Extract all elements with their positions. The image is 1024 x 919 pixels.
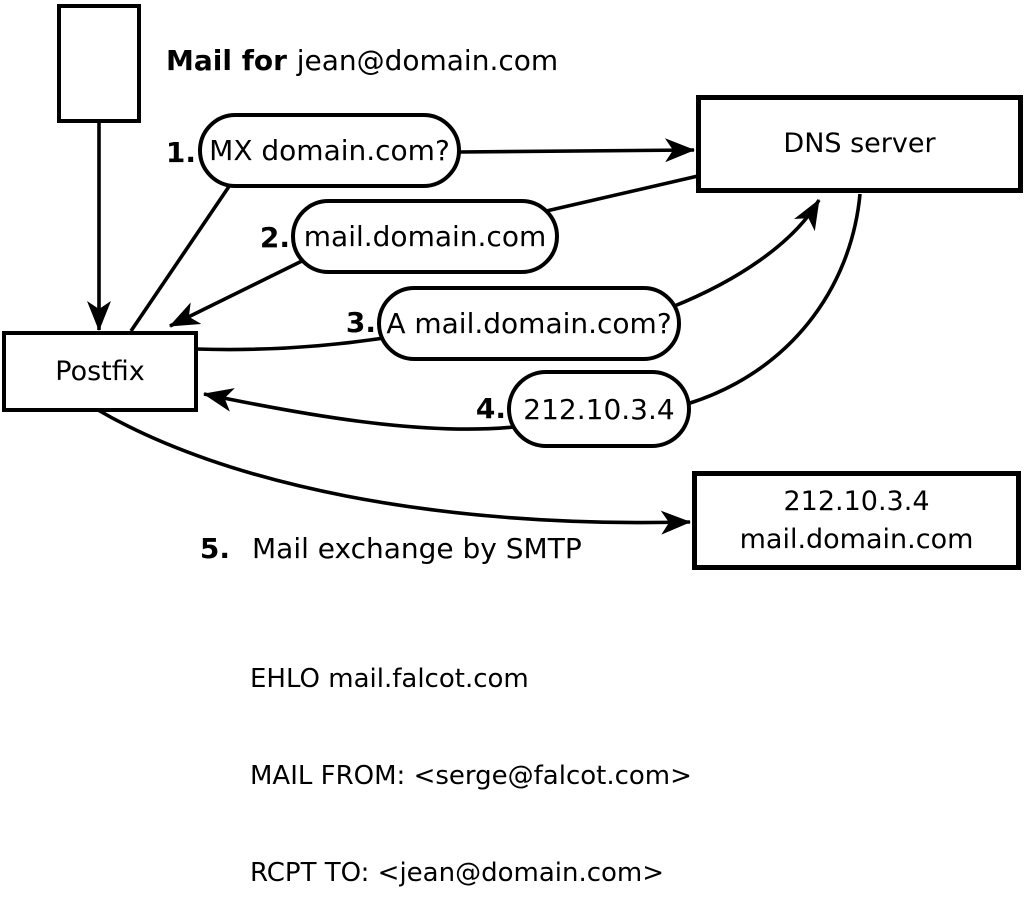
dns-server-node-label: DNS server <box>783 128 936 159</box>
smtp-line: EHLO mail.falcot.com <box>250 663 529 694</box>
arrow-query3-to-dns <box>671 199 821 309</box>
step-2-number: 2. <box>259 221 290 254</box>
mail-server-ip: 212.10.3.4 <box>783 485 930 517</box>
postfix-node-label: Postfix <box>55 355 145 387</box>
arrow-response4-to-postfix <box>203 388 515 431</box>
step-3-bubble-label: A mail.domain.com? <box>386 307 672 340</box>
line-dns-to-response2 <box>541 174 699 214</box>
step-1-bubble-label: MX domain.com? <box>209 134 450 167</box>
step-3-number: 3. <box>345 306 376 339</box>
step-2-bubble-label: mail.domain.com <box>303 220 547 253</box>
smtp-line: MAIL FROM: <serge@falcot.com> <box>250 761 692 792</box>
step-1-bubble: MX domain.com? <box>198 113 461 188</box>
step-3-bubble: A mail.domain.com? <box>377 286 681 361</box>
step-4-bubble: 212.10.3.4 <box>507 370 691 448</box>
smtp-transcript: EHLO mail.falcot.com MAIL FROM: <serge@f… <box>250 598 692 919</box>
step-5-number: 5. <box>199 532 230 565</box>
mail-for-label-address: jean@domain.com <box>296 44 559 77</box>
dns-server-node: DNS server <box>696 95 1023 193</box>
postfix-node: Postfix <box>2 331 198 412</box>
line-dns-to-response4 <box>686 193 862 406</box>
arrow-query1-to-dns <box>458 138 695 163</box>
mail-for-label: Mail for jean@domain.com <box>166 44 558 77</box>
mail-for-label-bold: Mail for <box>166 44 297 77</box>
step-2-bubble: mail.domain.com <box>291 199 559 274</box>
smtp-line: RCPT TO: <jean@domain.com> <box>250 858 665 889</box>
mail-server-node: 212.10.3.4 mail.domain.com <box>692 471 1021 570</box>
step-1-number: 1. <box>165 136 196 169</box>
mail-server-hostname: mail.domain.com <box>739 523 974 555</box>
line-postfix-to-query3 <box>195 336 385 352</box>
mail-server-node-label: 212.10.3.4 mail.domain.com <box>740 483 974 559</box>
line-postfix-to-query1 <box>129 183 232 333</box>
arrow-response2-to-postfix <box>169 257 307 328</box>
step-4-number: 4. <box>475 392 506 425</box>
mail-message-box <box>57 4 141 123</box>
arrow-postfix-to-mailserver-smtp <box>97 408 691 535</box>
step-4-bubble-label: 212.10.3.4 <box>523 392 675 426</box>
step-5-label: Mail exchange by SMTP <box>252 532 582 565</box>
